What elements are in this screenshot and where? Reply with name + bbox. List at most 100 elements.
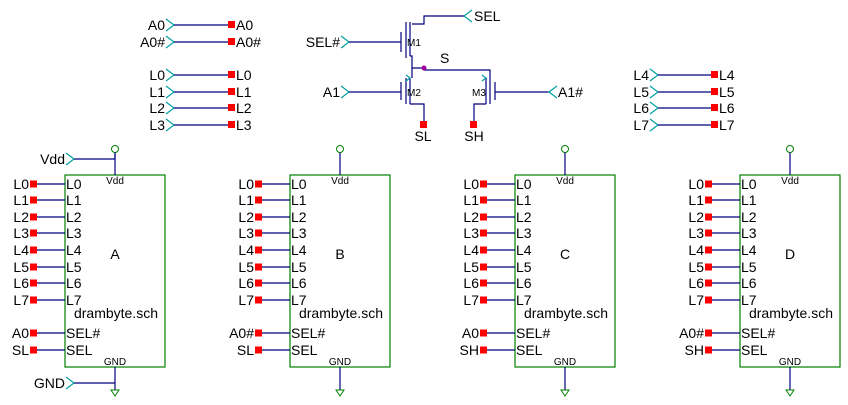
gnd-pin-label: GND	[329, 357, 351, 368]
pin-label: L2	[741, 209, 757, 225]
pin-label: L3	[66, 225, 82, 241]
pin-label: L4	[741, 242, 757, 258]
left-bus-l2: L2 L2	[149, 100, 251, 116]
terminal	[711, 104, 718, 111]
net-label: L3	[236, 117, 252, 133]
output-label-sh: SH	[464, 128, 483, 144]
pin-label: L6	[66, 275, 82, 291]
net-label: L0	[238, 176, 254, 192]
net-label: L3	[13, 225, 29, 241]
output-label-sl: SL	[414, 128, 431, 144]
gnd-pin-label: GND	[104, 357, 126, 368]
pin-terminal	[705, 346, 712, 354]
pin-label: SEL#	[66, 325, 100, 341]
pin-label: L0	[66, 176, 82, 192]
net-label: L1	[688, 192, 704, 208]
net-label: L0	[236, 67, 252, 83]
right-bus-l4: L4 L4	[633, 67, 734, 83]
wire	[473, 103, 486, 121]
transistor-label-m1: M1	[407, 38, 421, 49]
pin-label: L2	[66, 209, 82, 225]
pin-terminal	[705, 263, 712, 271]
net-label: SH	[685, 342, 704, 358]
right-bus-l5: L5 L5	[633, 84, 734, 100]
pin-label: L2	[291, 209, 307, 225]
signal-map-a0: A0 A0	[148, 17, 253, 33]
net-label: L5	[719, 84, 735, 100]
net-label: L1	[238, 192, 254, 208]
input-port-icon	[649, 68, 659, 82]
net-label: SL	[237, 342, 254, 358]
vdd-pin-icon	[786, 145, 794, 153]
ground-icon	[560, 389, 570, 397]
pin-label: L3	[291, 225, 307, 241]
input-port-icon	[65, 376, 75, 390]
net-label: L4	[463, 242, 479, 258]
gnd-pin-label: GND	[554, 357, 576, 368]
output-port-icon	[463, 9, 473, 23]
ground-icon	[785, 389, 795, 397]
vdd-pin-label: Vdd	[106, 176, 124, 187]
terminal	[711, 88, 718, 95]
pin-terminal	[705, 229, 712, 237]
net-label: L5	[238, 259, 254, 275]
terminal	[711, 121, 718, 128]
pin-label: L5	[516, 259, 532, 275]
pin-terminal	[480, 196, 487, 204]
vdd-pin-label: Vdd	[331, 176, 349, 187]
transistor-label-m2: M2	[407, 88, 421, 99]
pin-terminal	[255, 329, 262, 337]
pin-label: SEL	[516, 342, 543, 358]
net-label: L7	[463, 292, 479, 308]
net-label: L1	[463, 192, 479, 208]
net-label: L5	[463, 259, 479, 275]
pin-terminal	[255, 229, 262, 237]
net-label: L1	[13, 192, 29, 208]
pin-label: L6	[516, 275, 532, 291]
pin-terminal	[30, 246, 37, 254]
net-label: A0#	[679, 325, 704, 341]
wire	[74, 152, 116, 160]
port-label: L2	[149, 100, 165, 116]
pin-label: L4	[291, 242, 307, 258]
pin-terminal	[705, 196, 712, 204]
pin-terminal	[480, 329, 487, 337]
net-label: A0	[12, 325, 29, 341]
terminal	[228, 71, 235, 78]
pin-label: L3	[516, 225, 532, 241]
pin-label: SEL#	[291, 325, 325, 341]
input-port-icon	[165, 101, 175, 115]
pin-label: L4	[66, 242, 82, 258]
pin-label: L1	[741, 192, 757, 208]
net-label: L6	[688, 275, 704, 291]
pin-label: SEL	[291, 342, 318, 358]
left-bus-l1: L1 L1	[149, 84, 251, 100]
pin-label: L7	[516, 292, 532, 308]
net-label: L6	[238, 275, 254, 291]
wire	[410, 103, 425, 121]
net-label: L7	[688, 292, 704, 308]
pin-terminal	[30, 229, 37, 237]
pin-terminal	[255, 196, 262, 204]
net-label: L2	[463, 209, 479, 225]
vdd-pin-icon	[336, 145, 344, 153]
block-filename: drambyte.sch	[749, 305, 833, 321]
pin-label: L1	[291, 192, 307, 208]
port-label-sel-n: SEL#	[306, 34, 340, 50]
net-label: A0#	[236, 34, 261, 50]
terminal	[228, 104, 235, 111]
left-bus-l0: L0 L0	[149, 67, 251, 83]
block-name: B	[335, 246, 344, 262]
pin-label: L6	[291, 275, 307, 291]
pin-terminal	[30, 279, 37, 287]
input-port-icon	[340, 85, 350, 99]
port-label: L3	[149, 117, 165, 133]
vdd-pin-label: Vdd	[781, 176, 799, 187]
block-filename: drambyte.sch	[299, 305, 383, 321]
port-label: L1	[149, 84, 165, 100]
input-port-icon	[165, 118, 175, 132]
pin-label: SEL	[741, 342, 768, 358]
